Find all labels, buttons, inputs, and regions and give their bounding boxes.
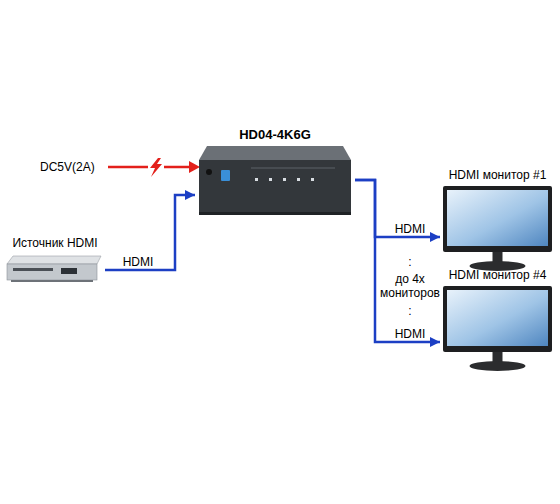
device-front <box>199 160 351 214</box>
monitor-node: HDMI монитор #1 <box>440 168 555 274</box>
player-feet <box>11 280 93 282</box>
hdmi-cable <box>355 180 440 342</box>
monitor-neck <box>493 352 503 362</box>
player-node: Источник HDMI <box>5 236 105 290</box>
cable-label: HDMI <box>390 222 430 236</box>
monitor-bezel <box>443 186 552 252</box>
status-led <box>283 178 286 181</box>
status-led <box>255 178 258 181</box>
status-led <box>311 178 314 181</box>
device-bottom-edge <box>199 212 351 215</box>
power-arrowhead <box>189 161 200 173</box>
monitor-bezel <box>443 286 552 352</box>
cable-label: HDMI <box>390 327 430 341</box>
node-heading: HDMI монитор #4 <box>440 268 555 282</box>
monitor-node: HDMI монитор #4 <box>440 268 555 374</box>
lightning-badge <box>148 158 164 176</box>
power-wire <box>108 166 190 169</box>
note-text: : <box>395 255 425 269</box>
hdmi-cable <box>355 180 440 237</box>
node-heading: Источник HDMI <box>5 236 105 250</box>
player-illustration <box>5 250 105 290</box>
status-led <box>269 178 272 181</box>
cable-label: HDMI <box>118 255 158 269</box>
splitter-node: HD04-4K6G <box>195 128 355 220</box>
splitter-illustration <box>195 142 355 220</box>
monitor-illustration <box>440 182 555 274</box>
player-front <box>7 264 97 280</box>
monitor-neck <box>493 252 503 262</box>
power-button <box>221 170 230 181</box>
monitor-base <box>470 361 526 371</box>
note-text: : <box>395 304 425 318</box>
status-led <box>297 178 300 181</box>
player-display <box>61 268 77 274</box>
hdmi-cable <box>105 195 195 270</box>
player-top <box>7 256 101 264</box>
node-heading: HD04-4K6G <box>195 128 355 142</box>
monitor-illustration <box>440 282 555 374</box>
panel-line <box>251 168 335 169</box>
lightning-symbol <box>150 158 162 177</box>
player-tray <box>13 268 53 271</box>
note-text: до 4х мониторов <box>378 272 442 300</box>
power-label: DC5V(2A) <box>40 160 110 174</box>
device-top <box>199 146 351 160</box>
power-socket <box>206 169 212 175</box>
monitor-screen <box>447 290 548 346</box>
monitor-screen <box>447 190 548 246</box>
node-heading: HDMI монитор #1 <box>440 168 555 182</box>
